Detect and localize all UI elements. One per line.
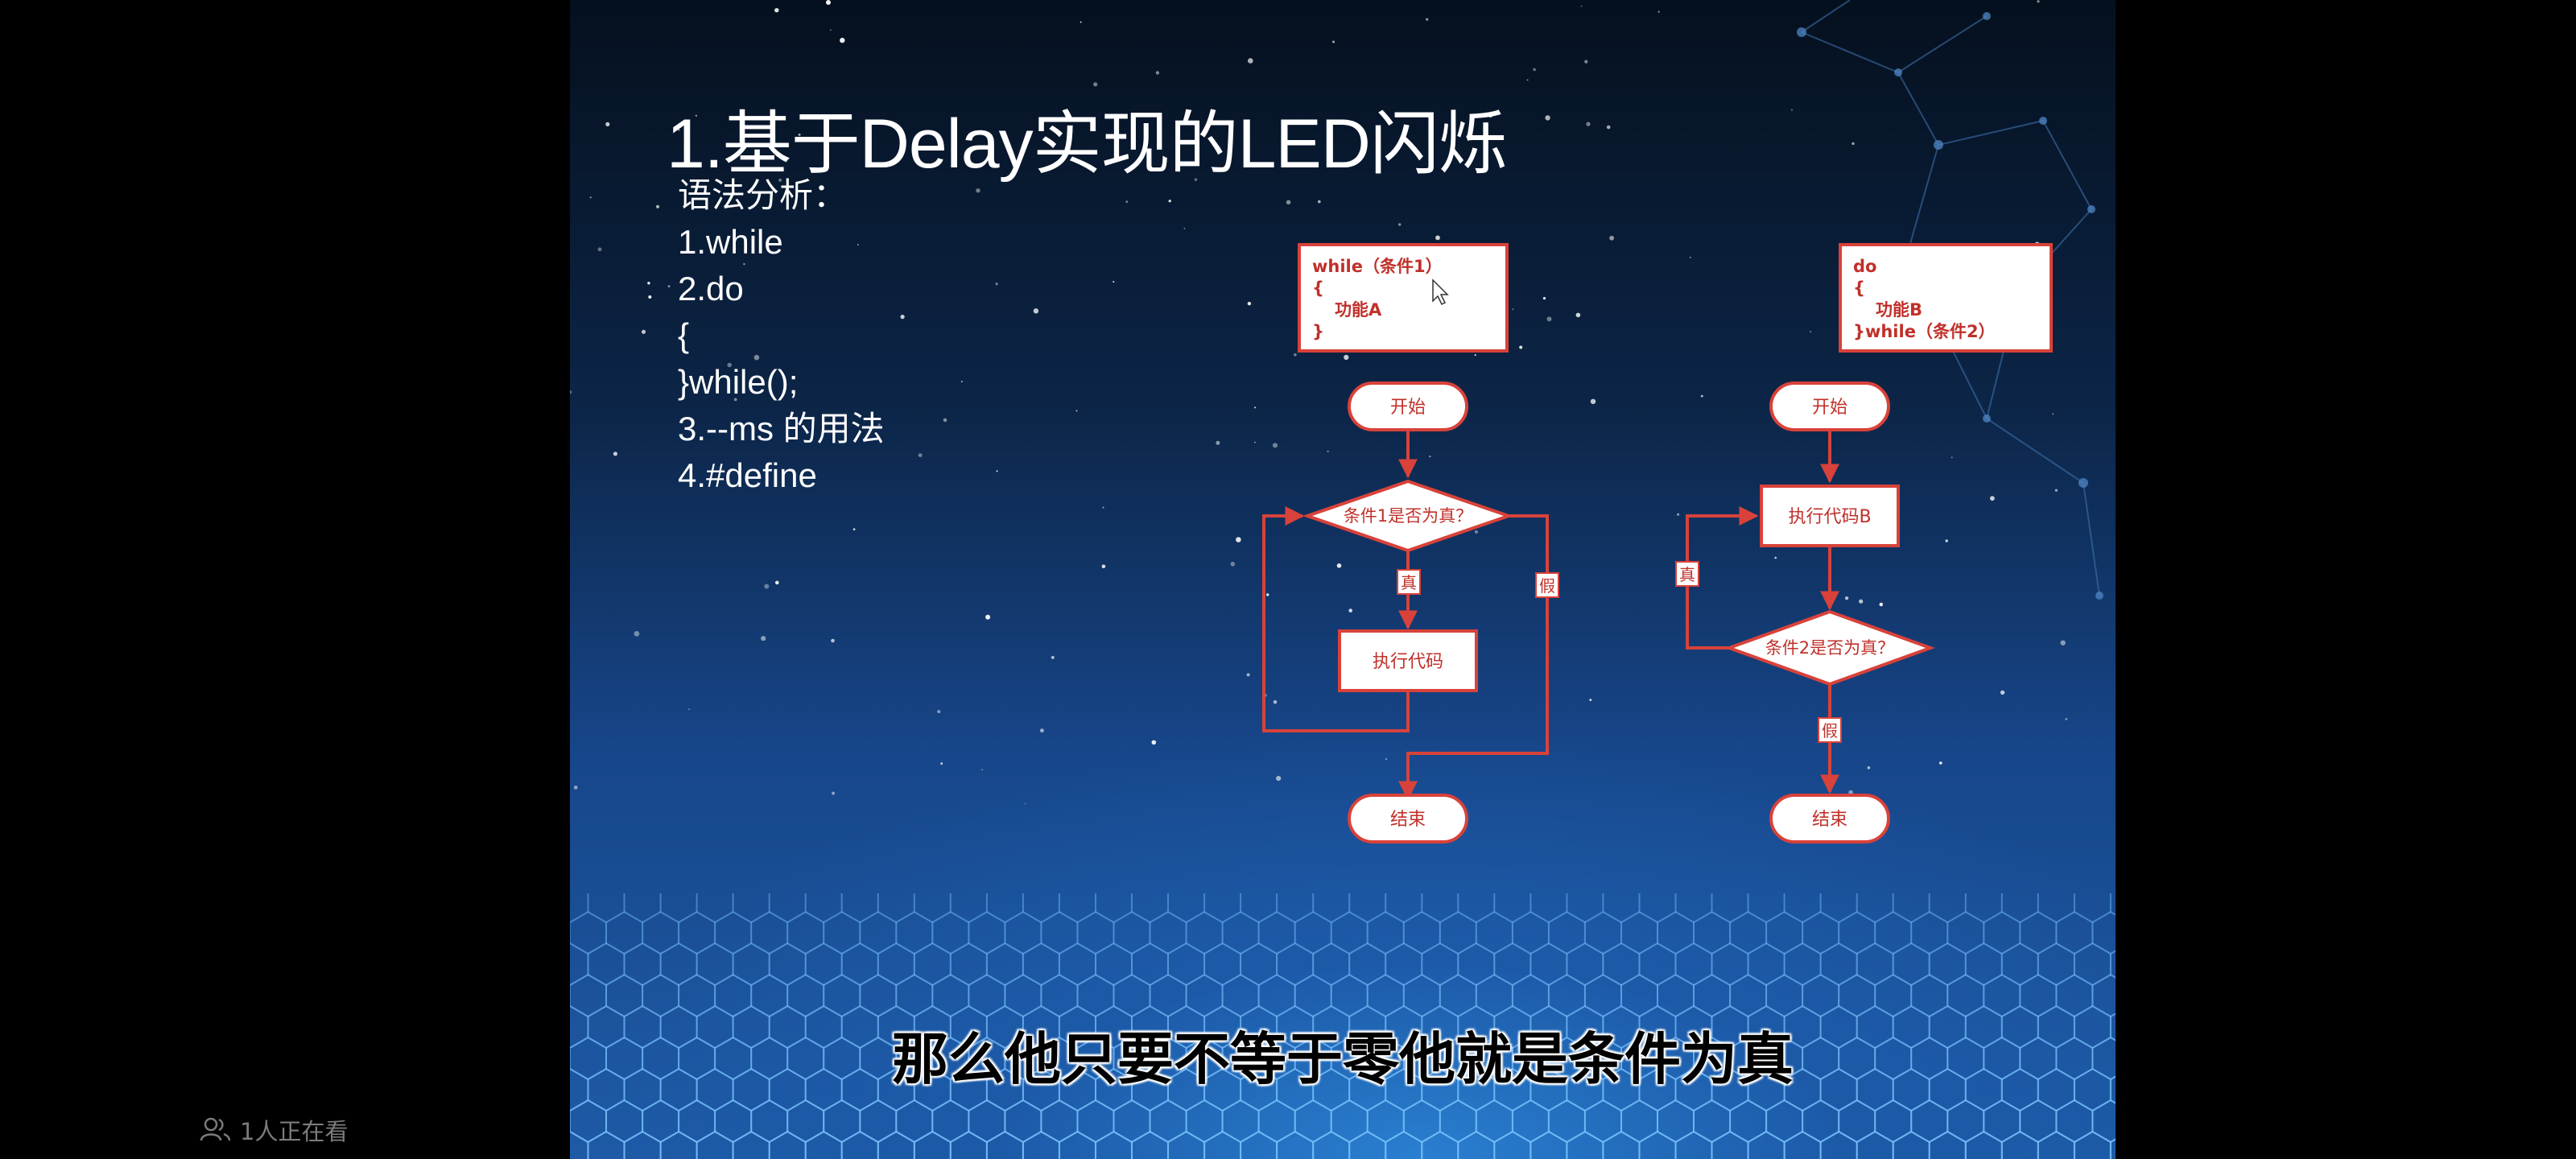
- do-while-code-line: {: [1853, 278, 1865, 298]
- do-while-false-label: 假: [1822, 721, 1838, 740]
- while-code-box: [1298, 243, 1509, 353]
- do-while-code-line: }while（条件2）: [1853, 322, 1996, 341]
- viewer-count-text: 1人正在看: [240, 1118, 349, 1145]
- while-start-label: 开始: [1390, 398, 1426, 418]
- while-action-label: 执行代码: [1373, 652, 1443, 672]
- while-true-tag: [1397, 569, 1421, 595]
- while-code-line: while（条件1）: [1312, 257, 1443, 276]
- do-while-code-line: do: [1853, 257, 1876, 276]
- do-while-true-label: 真: [1679, 565, 1695, 584]
- syntax-line: 3.--ms 的用法: [678, 410, 885, 448]
- hexagon-floor-decoration: [570, 893, 2116, 1159]
- video-subtitle: 那么他只要不等于零他就是条件为真: [892, 1026, 1794, 1092]
- while-false-label: 假: [1539, 576, 1555, 596]
- while-end-node: [1348, 794, 1468, 843]
- do-while-true-tag: [1675, 561, 1699, 587]
- do-while-code-line: 功能B: [1876, 300, 1922, 320]
- syntax-line: 语法分析：: [678, 176, 848, 214]
- presentation-slide: 1.基于Delay实现的LED闪烁 语法分析： 1.while 2.do { }…: [570, 0, 2116, 1159]
- do-while-condition-label: 条件2是否为真？: [1765, 638, 1894, 658]
- slide-title: 1.基于Delay实现的LED闪烁: [667, 105, 1508, 183]
- do-while-start-label: 开始: [1812, 398, 1847, 418]
- while-code-line: }: [1312, 322, 1324, 341]
- syntax-notes: 语法分析： 1.while 2.do { }while(); 3.--ms 的用…: [678, 172, 885, 499]
- do-while-false-tag: [1818, 717, 1842, 743]
- syntax-line: {: [678, 316, 690, 354]
- do-while-action-label: 执行代码B: [1788, 507, 1871, 527]
- do-while-code-box: [1839, 243, 2053, 353]
- while-action-node: [1338, 629, 1478, 692]
- do-while-end-label: 结束: [1812, 810, 1847, 830]
- mouse-cursor-icon: [1432, 278, 1449, 306]
- do-while-flowchart: do { 功能B }while（条件2） 开始 执行代码B 条件2是否为真？ 真…: [1675, 243, 2053, 843]
- flowcharts: while（条件1） { 功能A } 开始 条件1是否为真？ 真 执行代码 假: [1262, 243, 2053, 843]
- while-condition-label: 条件1是否为真？: [1344, 506, 1472, 526]
- while-code-line: 功能A: [1335, 300, 1382, 320]
- while-false-tag: [1535, 572, 1559, 598]
- syntax-line: }while();: [678, 363, 799, 401]
- do-while-action-node: [1760, 485, 1900, 547]
- do-while-end-node: [1769, 794, 1890, 843]
- syntax-line: 1.while: [678, 223, 783, 261]
- syntax-line: 4.#define: [678, 456, 817, 494]
- while-true-label: 真: [1401, 573, 1417, 592]
- while-end-label: 结束: [1390, 810, 1426, 830]
- while-code-line: {: [1312, 278, 1324, 298]
- syntax-line: 2.do: [678, 270, 744, 307]
- while-flowchart: while（条件1） { 功能A } 开始 条件1是否为真？ 真 执行代码 假: [1262, 243, 1559, 843]
- viewers-icon: [200, 1117, 231, 1141]
- viewer-count: 1人正在看: [200, 1114, 348, 1146]
